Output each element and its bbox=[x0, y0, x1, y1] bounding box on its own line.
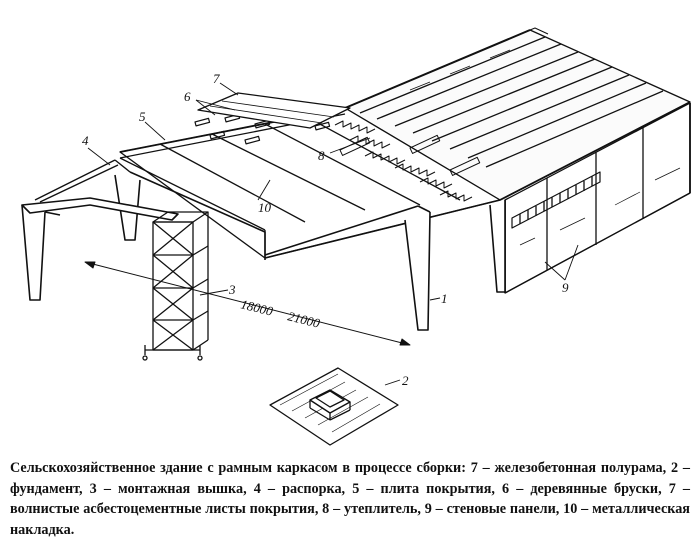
label-9: 9 bbox=[562, 280, 569, 295]
label-6: 6 bbox=[184, 89, 191, 104]
label-7: 7 bbox=[213, 71, 220, 86]
insulation bbox=[334, 120, 481, 202]
dimension-21000: 21000 bbox=[286, 308, 322, 331]
label-4: 4 bbox=[82, 133, 89, 148]
label-3: 3 bbox=[228, 282, 236, 297]
assembly-tower bbox=[142, 211, 209, 361]
foundation bbox=[269, 367, 399, 446]
label-2: 2 bbox=[402, 373, 409, 388]
strut bbox=[34, 159, 131, 203]
label-1: 1 bbox=[441, 291, 448, 306]
figure-caption: Сельскохозяйственное здание с рамным кар… bbox=[10, 460, 690, 538]
label-10: 10 bbox=[258, 200, 272, 215]
dimension-line bbox=[84, 261, 411, 346]
label-8: 8 bbox=[318, 148, 325, 163]
dimension-18000: 18000 bbox=[239, 296, 275, 319]
label-5: 5 bbox=[139, 109, 146, 124]
building-assembly-drawing: 1 2 3 4 5 6 7 8 9 10 18000 21000 bbox=[21, 27, 691, 446]
half-frames bbox=[21, 171, 506, 331]
leader-lines bbox=[87, 82, 579, 386]
